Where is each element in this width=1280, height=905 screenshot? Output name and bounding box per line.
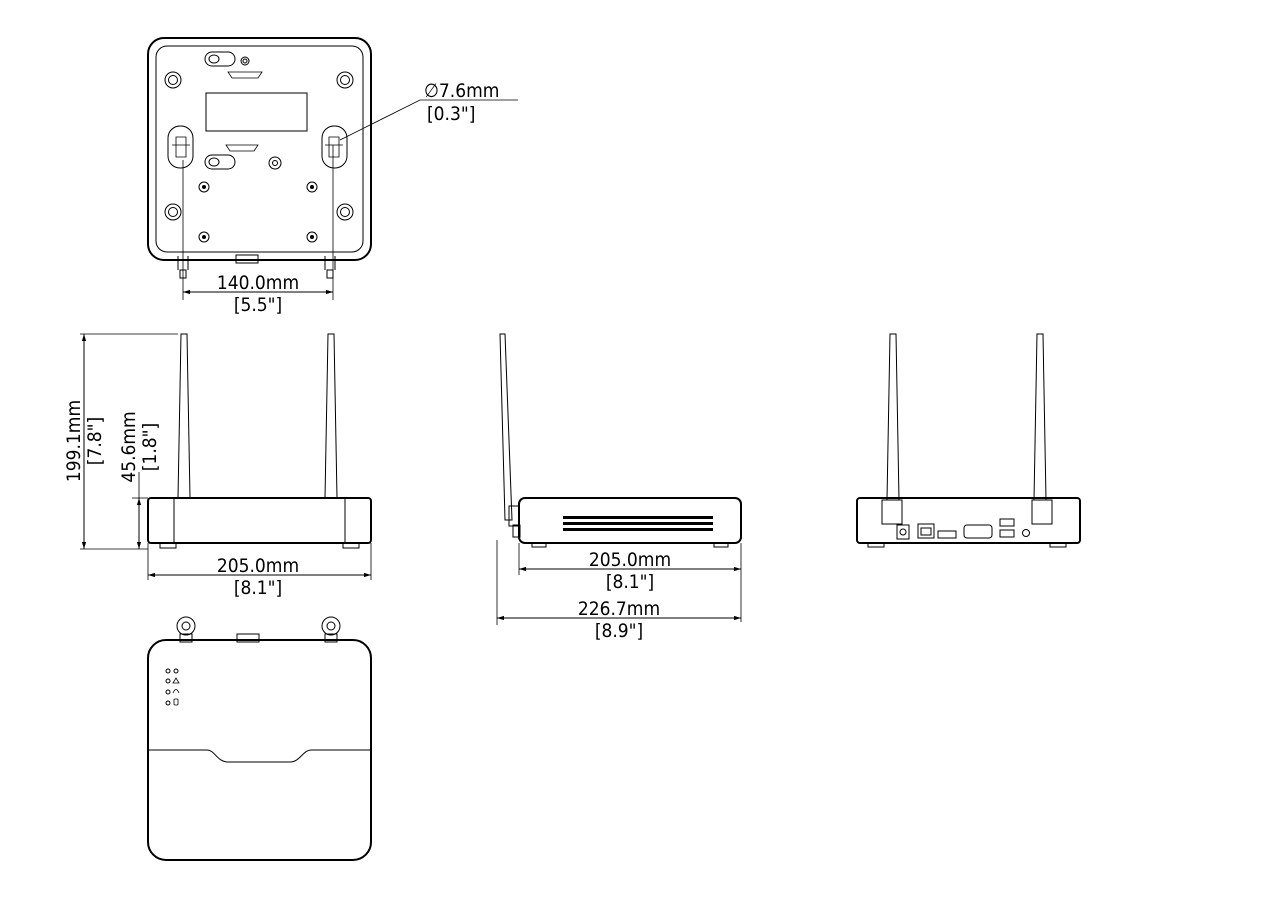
top-antenna-right bbox=[321, 616, 341, 643]
rear-antenna-left bbox=[886, 333, 900, 501]
lan-port bbox=[917, 523, 935, 539]
rubber-feet bbox=[164, 71, 354, 221]
front-view: 199.1mm [7.8"] 45.6mm [1.8"] 205.0mm [8.… bbox=[63, 333, 372, 599]
side-body bbox=[518, 497, 742, 544]
power-port bbox=[896, 524, 910, 540]
top-lid-line bbox=[148, 749, 371, 763]
status-leds bbox=[165, 668, 180, 706]
hdmi-port bbox=[937, 530, 957, 539]
top-slot bbox=[204, 51, 236, 67]
bottom-view-inner bbox=[155, 45, 364, 253]
antenna-right bbox=[324, 333, 338, 499]
rear-body bbox=[856, 497, 1081, 544]
total-height-in: [7.8"] bbox=[84, 417, 106, 465]
side-total-mm: 226.7mm bbox=[578, 598, 660, 620]
top-antenna-left bbox=[176, 616, 196, 643]
bottom-view: 140.0mm [5.5"] ∅7.6mm [0.3"] bbox=[147, 37, 518, 316]
front-width-in: [8.1"] bbox=[234, 577, 282, 599]
bottom-view-outer bbox=[147, 37, 372, 261]
body-height-mm: 45.6mm bbox=[118, 411, 140, 482]
usb-port-bottom bbox=[999, 529, 1015, 538]
wall-mount-hole-right bbox=[321, 125, 348, 169]
screws bbox=[198, 181, 318, 243]
side-antenna bbox=[499, 333, 513, 521]
rear-ports bbox=[896, 518, 1030, 540]
ventilation-slots bbox=[563, 516, 713, 531]
side-depth-mm: 205.0mm bbox=[589, 549, 671, 571]
vga-port bbox=[963, 524, 993, 539]
body-height-in: [1.8"] bbox=[139, 423, 161, 471]
wall-mount-hole-left bbox=[167, 125, 194, 169]
label-area bbox=[205, 92, 308, 132]
middle-slot bbox=[204, 154, 236, 170]
mount-spacing-in: [5.5"] bbox=[234, 294, 282, 316]
front-width-mm: 205.0mm bbox=[217, 555, 299, 577]
rear-view bbox=[856, 333, 1081, 548]
usb-port-top bbox=[999, 518, 1015, 527]
top-view bbox=[147, 616, 372, 861]
total-height-mm: 199.1mm bbox=[63, 400, 85, 482]
mount-spacing-mm: 140.0mm bbox=[217, 272, 299, 294]
antenna-left bbox=[177, 333, 191, 499]
rear-antenna-right bbox=[1033, 333, 1047, 501]
hole-diameter-in: [0.3"] bbox=[427, 103, 475, 125]
side-view: 205.0mm [8.1"] 226.7mm [8.9"] bbox=[496, 333, 742, 642]
hole-diameter-mm: ∅7.6mm bbox=[424, 80, 499, 102]
side-depth-in: [8.1"] bbox=[606, 571, 654, 593]
front-body bbox=[147, 497, 372, 544]
side-total-in: [8.9"] bbox=[595, 620, 643, 642]
